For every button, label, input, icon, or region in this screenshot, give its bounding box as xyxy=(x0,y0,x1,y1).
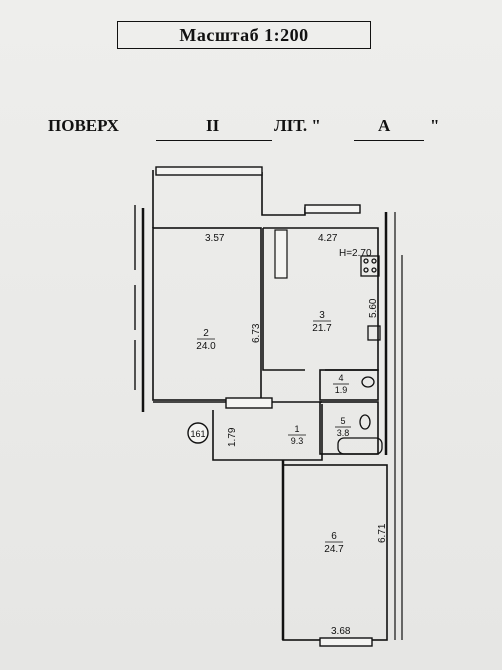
room-number: 6 xyxy=(331,531,337,542)
lit-label: ЛІТ. " xyxy=(274,116,321,135)
room-1: 1 9.3 xyxy=(288,424,306,446)
lit-close-quote: " xyxy=(430,116,440,135)
height-note: H=2.70 xyxy=(339,248,372,259)
lit-underline xyxy=(354,140,424,141)
floor-value: II xyxy=(206,116,220,135)
room-area: 3.8 xyxy=(337,428,350,438)
dim-hall-depth: 1.79 xyxy=(227,427,238,447)
bathtub-icon xyxy=(337,437,383,455)
dim-room3-depth: 5.60 xyxy=(368,298,379,318)
room-6: 6 24.7 xyxy=(324,531,344,555)
dim-room6-depth: 6.71 xyxy=(377,523,388,543)
dim-top-left-width: 3.57 xyxy=(205,233,225,244)
dim-room2-depth: 6.73 xyxy=(251,323,262,343)
room-5: 5 3.8 xyxy=(335,416,351,438)
dim-top-right-width: 4.27 xyxy=(318,233,338,244)
washbasin-icon xyxy=(359,414,371,430)
stove-icon xyxy=(360,255,380,277)
section-marker: 161 xyxy=(190,429,205,439)
floor-label: ПОВЕРХ xyxy=(48,116,119,135)
room-4: 4 1.9 xyxy=(333,373,349,395)
sink-icon xyxy=(367,325,381,341)
floor-header: ПОВЕРХ II ЛІТ. " А " xyxy=(48,116,468,146)
lit-value: А xyxy=(378,116,391,135)
scale-title: Масштаб 1:200 xyxy=(117,21,371,49)
dim-bottom-width: 3.68 xyxy=(331,626,351,637)
room-area: 24.7 xyxy=(324,544,344,555)
toilet-icon xyxy=(361,376,375,388)
room-number: 3 xyxy=(319,310,325,321)
room-3: 3 21.7 xyxy=(312,310,332,334)
walls xyxy=(134,166,403,647)
room-number: 1 xyxy=(294,424,299,434)
room-number: 2 xyxy=(203,328,209,339)
room-2: 2 24.0 xyxy=(196,328,216,352)
room-number: 5 xyxy=(340,416,345,426)
room-area: 21.7 xyxy=(312,323,332,334)
room-number: 4 xyxy=(338,373,343,383)
room-area: 1.9 xyxy=(335,385,348,395)
section-marker-circle xyxy=(187,422,209,444)
floor-underline xyxy=(156,140,272,141)
room-area: 9.3 xyxy=(291,436,304,446)
room-area: 24.0 xyxy=(196,341,216,352)
fixtures xyxy=(337,255,383,455)
